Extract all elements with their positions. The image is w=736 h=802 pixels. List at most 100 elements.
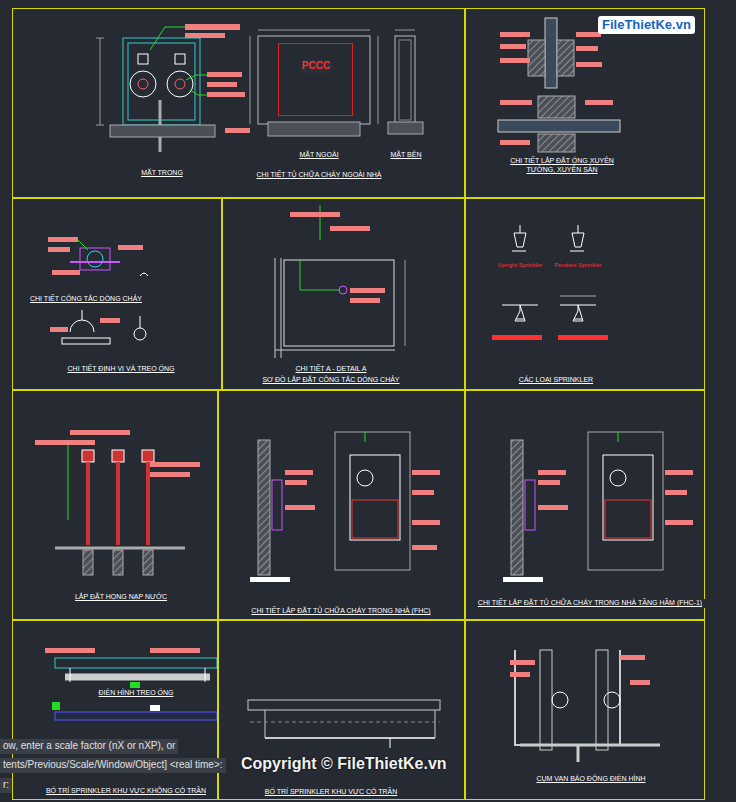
fire-department-connection-part bbox=[116, 462, 120, 545]
sprinkler-label: Upright Sprinkler bbox=[497, 262, 544, 270]
cabinet-inside-view-part bbox=[96, 38, 104, 39]
cabinet-inside-view-part bbox=[175, 79, 185, 89]
sprinkler-types-part bbox=[502, 305, 538, 321]
fire-department-connection-part bbox=[146, 462, 150, 545]
detail-panel: CHI TIẾT A - DETAIL ASƠ ĐỒ LẮP ĐẶT CÔNG … bbox=[222, 198, 465, 390]
cabinet-inside-view-part bbox=[207, 92, 245, 97]
pipe-penetration-detail-part bbox=[538, 96, 575, 118]
fhc-cabinet-detail-part bbox=[357, 470, 373, 486]
flow-switch-detail-part bbox=[87, 251, 103, 267]
cabinet-inside-view-part bbox=[186, 75, 207, 80]
pipe-hanger-detail-part bbox=[140, 316, 141, 328]
fhc-cabinet-detail-part bbox=[350, 455, 400, 540]
hanger-typical-part bbox=[55, 712, 217, 720]
fire-department-connection-part bbox=[70, 430, 130, 435]
sprinkler-types-part bbox=[560, 305, 596, 321]
detail-a-figure-part bbox=[320, 205, 321, 240]
sprinkler-types-part bbox=[558, 335, 608, 340]
fire-department-connection-part bbox=[143, 550, 153, 575]
sprinkler-types-part bbox=[570, 225, 584, 251]
command-line: tents/Previous/Scale/Window/Object] <rea… bbox=[0, 758, 226, 773]
fhc1-cabinet-detail-part bbox=[511, 440, 523, 575]
detail-a-figure bbox=[275, 205, 405, 358]
fhc1-cabinet-detail-part bbox=[588, 432, 663, 570]
hanger-typical-part bbox=[205, 668, 206, 682]
hanger-typical-part bbox=[65, 674, 210, 681]
cabinet-outside-view-part bbox=[378, 36, 379, 124]
flow-switch-detail-part bbox=[140, 273, 148, 276]
cabinet-side-view-part bbox=[399, 40, 411, 120]
fhc-cabinet-detail-part bbox=[352, 500, 398, 538]
pipe-hanger-detail-part bbox=[134, 328, 146, 340]
cabinet-inside-view-part bbox=[138, 54, 148, 64]
fhc1-cabinet-detail-part bbox=[665, 470, 693, 475]
cabinet-inside-view-part bbox=[175, 54, 185, 64]
cabinet-outside-view-part bbox=[268, 122, 360, 136]
detail-panel: CÁC LOẠI SPRINKLER bbox=[465, 198, 705, 390]
detail-a-figure-part bbox=[330, 226, 370, 231]
cabinet-inside-view-part bbox=[190, 90, 207, 95]
fhc-cabinet-detail-part bbox=[335, 432, 410, 570]
cabinet-outside-view-part bbox=[250, 36, 251, 124]
flow-switch-detail-part bbox=[118, 245, 143, 250]
detail-panel: MẶT TRONGMẶT NGOÀIMẶT BÊNCHI TIẾT TỦ CHỮ… bbox=[12, 8, 465, 198]
sprinkler-types-part bbox=[560, 296, 596, 297]
sprinkler-with-ceiling-part bbox=[435, 710, 436, 738]
alarm-valve-assembly-part bbox=[630, 680, 650, 685]
fhc1-cabinet-detail-part bbox=[618, 432, 619, 442]
detail-a-figure-part bbox=[350, 288, 385, 293]
detail-a-figure-part bbox=[339, 286, 347, 294]
fire-department-connection-part bbox=[68, 445, 69, 520]
cabinet-inside-view-part bbox=[100, 38, 101, 125]
fhc-cabinet-detail-part bbox=[258, 440, 270, 575]
hanger-typical-part bbox=[45, 648, 95, 653]
pipe-penetration-detail-part bbox=[576, 32, 601, 37]
fhc1-cabinet-detail-part bbox=[538, 470, 566, 475]
detail-title: CHI TIẾT CÔNG TẮC DÒNG CHẢY bbox=[29, 295, 143, 304]
cabinet-inside-view-part bbox=[167, 71, 193, 97]
alarm-valve-assembly-part bbox=[520, 744, 660, 747]
pipe-penetration-detail-part bbox=[500, 140, 530, 145]
detail-title: CÁC LOẠI SPRINKLER bbox=[518, 376, 594, 385]
detail-title: CHI TIẾT LẮP ĐẶT ỐNG XUYÊN TƯỜNG, XUYÊN … bbox=[496, 157, 628, 175]
sprinkler-with-ceiling-part bbox=[265, 710, 266, 738]
fhc-cabinet-detail-part bbox=[285, 505, 315, 510]
fhc1-cabinet-detail-part bbox=[665, 520, 693, 525]
detail-a-figure-part bbox=[275, 350, 395, 351]
detail-a-figure-part bbox=[281, 258, 282, 358]
detail-title: ĐIỂN HÌNH TREO ỐNG bbox=[98, 689, 175, 698]
cabinet-inside-view-part bbox=[150, 27, 185, 50]
alarm-valve-assembly-part bbox=[510, 660, 535, 665]
fire-department-connection-part bbox=[113, 550, 123, 575]
sprinkler-with-ceiling bbox=[248, 700, 440, 748]
cabinet-outside-view bbox=[250, 30, 378, 136]
pipe-penetration-detail bbox=[498, 18, 620, 152]
pipe-hanger-detail-part bbox=[82, 310, 83, 320]
cabinet-outside-view-part bbox=[258, 30, 370, 31]
detail-title: CHI TIẾT ĐỊNH VỊ VÀ TREO ỐNG bbox=[67, 365, 176, 374]
sprinkler-types-part bbox=[512, 225, 526, 251]
sprinkler-label: Pendent Sprinkler bbox=[553, 262, 603, 270]
cabinet-inside-view-part bbox=[207, 72, 242, 77]
pipe-penetration-detail-part bbox=[576, 62, 602, 67]
pipe-penetration-detail-part bbox=[585, 100, 613, 105]
detail-title: MẶT BÊN bbox=[390, 151, 423, 160]
alarm-valve-assembly-part bbox=[540, 650, 552, 750]
cabinet-outside-view-part bbox=[258, 36, 370, 124]
pipe-penetration-detail-part bbox=[500, 44, 526, 49]
cabinet-inside-view-part bbox=[225, 128, 250, 133]
fhc-cabinet-detail-part bbox=[412, 545, 437, 550]
detail-panel: BỐ TRÍ SPRINKLER KHU VỰC CÓ TRẦN bbox=[218, 620, 465, 800]
fire-department-connection-part bbox=[83, 550, 93, 575]
flow-switch-detail-part bbox=[78, 240, 88, 250]
fhc1-cabinet-detail-part bbox=[605, 500, 651, 538]
fire-department-connection-part bbox=[55, 547, 185, 550]
sprinkler-types bbox=[492, 225, 608, 340]
cabinet-side-view-part bbox=[395, 30, 415, 31]
detail-panel: CHI TIẾT CÔNG TẮC DÒNG CHẢY CHI TIẾT ĐỊNH… bbox=[12, 198, 222, 390]
fhc-cabinet-detail-part bbox=[272, 480, 282, 530]
pipe-penetration-detail-part bbox=[500, 32, 530, 37]
cabinet-inside-view-part bbox=[130, 71, 156, 97]
